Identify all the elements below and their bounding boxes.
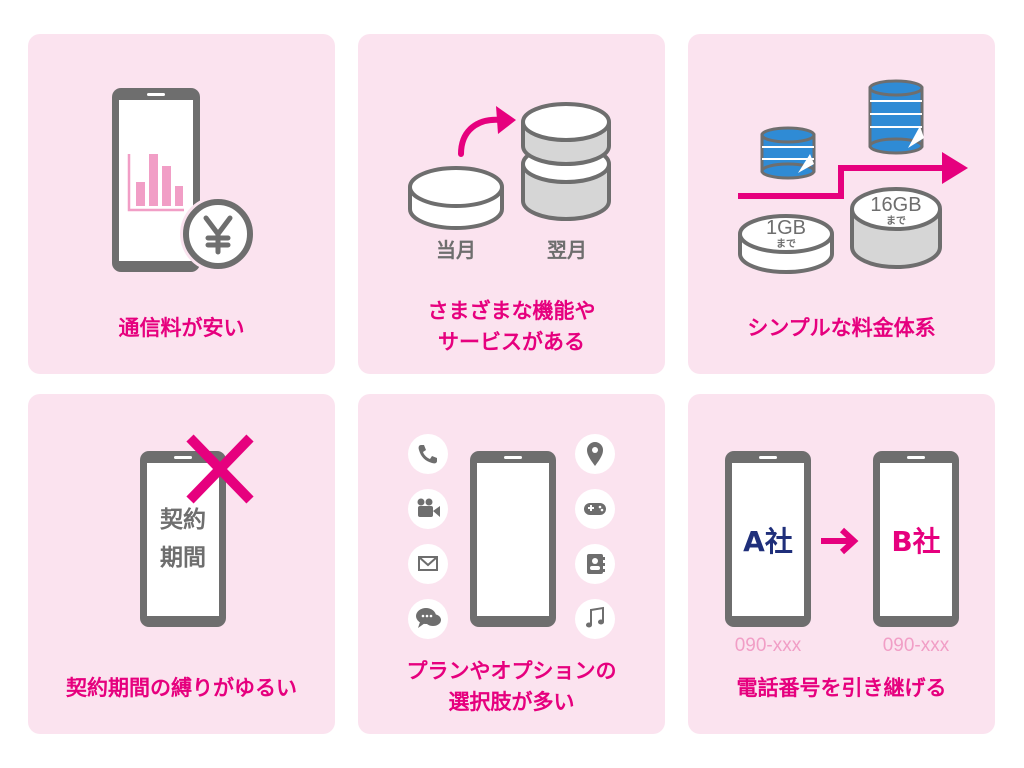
mail-icon xyxy=(408,544,448,584)
card-title-line: 電話番号を引き継げる xyxy=(736,676,947,700)
contract-phone-illustration: 契約 期間 xyxy=(140,434,254,627)
smartphone-chart-illustration xyxy=(112,88,256,272)
to-company-label: B社 xyxy=(891,525,940,558)
options-phone-illustration xyxy=(408,434,615,639)
card-title-line: さまざまな機能や xyxy=(427,299,596,323)
number-portability-illustration: A社 B社 090-xxx 090-xxx xyxy=(725,451,959,656)
card-title-line: プランやオプションの xyxy=(406,659,617,683)
current-month-label: 当月 xyxy=(436,238,476,262)
small-plan-sub: まで xyxy=(776,238,796,250)
arrow-right-icon xyxy=(821,527,859,555)
card-cheap-fees: 通信料が安い xyxy=(28,34,335,374)
large-database-icon xyxy=(868,79,924,155)
small-disc-icon xyxy=(408,166,504,230)
card-title-line: 選択肢が多い xyxy=(448,690,575,714)
small-database-icon xyxy=(760,126,816,180)
card-various-services: 当月 翌月 さまざまな機能や サービスがある xyxy=(358,34,665,374)
map-pin-icon xyxy=(575,434,615,474)
from-phone-number: 090-xxx xyxy=(735,635,802,656)
card-title-line: サービスがある xyxy=(438,330,585,354)
yen-icon xyxy=(180,196,256,272)
card-title-line: シンプルな料金体系 xyxy=(747,316,936,340)
bar-chart-icon xyxy=(127,154,184,212)
large-plan-label: 16GB xyxy=(870,194,921,216)
card-title: さまざまな機能や サービスがある xyxy=(358,296,665,358)
data-plan-illustration: 1GB まで 16GB まで xyxy=(738,79,968,274)
cross-mark-icon xyxy=(186,434,254,504)
large-stack-icon xyxy=(521,102,611,221)
card-title-line: 通信料が安い xyxy=(118,316,245,340)
growing-stack-illustration: 当月 翌月 xyxy=(408,102,611,262)
small-disc-icon xyxy=(738,214,834,274)
large-plan-sub: まで xyxy=(886,215,906,227)
card-title: 電話番号を引き継げる xyxy=(688,673,995,704)
large-disc-icon xyxy=(850,187,942,269)
card-title: プランやオプションの 選択肢が多い xyxy=(358,656,665,718)
music-note-icon xyxy=(575,599,615,639)
chat-icon xyxy=(408,599,448,639)
from-company-label: A社 xyxy=(743,525,793,558)
card-simple-pricing: 1GB まで 16GB まで シンプルな料金体系 xyxy=(688,34,995,374)
card-title: シンプルな料金体系 xyxy=(688,313,995,344)
card-title: 契約期間の縛りがゆるい xyxy=(28,673,335,704)
curved-arrow-icon xyxy=(458,106,516,157)
gamepad-icon xyxy=(575,489,615,529)
contract-text-line: 期間 xyxy=(160,545,206,571)
card-title-line: 契約期間の縛りがゆるい xyxy=(66,676,297,700)
next-month-label: 翌月 xyxy=(547,238,587,262)
contacts-icon xyxy=(575,544,615,584)
card-number-portability: A社 B社 090-xxx 090-xxx 電話番号を引き継げる xyxy=(688,394,995,734)
small-plan-label: 1GB xyxy=(766,217,806,239)
video-camera-icon xyxy=(408,489,448,529)
card-many-options: プランやオプションの 選択肢が多い xyxy=(358,394,665,734)
contract-text-line: 契約 xyxy=(159,506,206,533)
phone-icon xyxy=(408,434,448,474)
card-title: 通信料が安い xyxy=(28,313,335,344)
to-phone-number: 090-xxx xyxy=(883,635,950,656)
card-loose-contract: 契約 期間 契約期間の縛りがゆるい xyxy=(28,394,335,734)
step-up-arrow-icon xyxy=(738,152,968,199)
